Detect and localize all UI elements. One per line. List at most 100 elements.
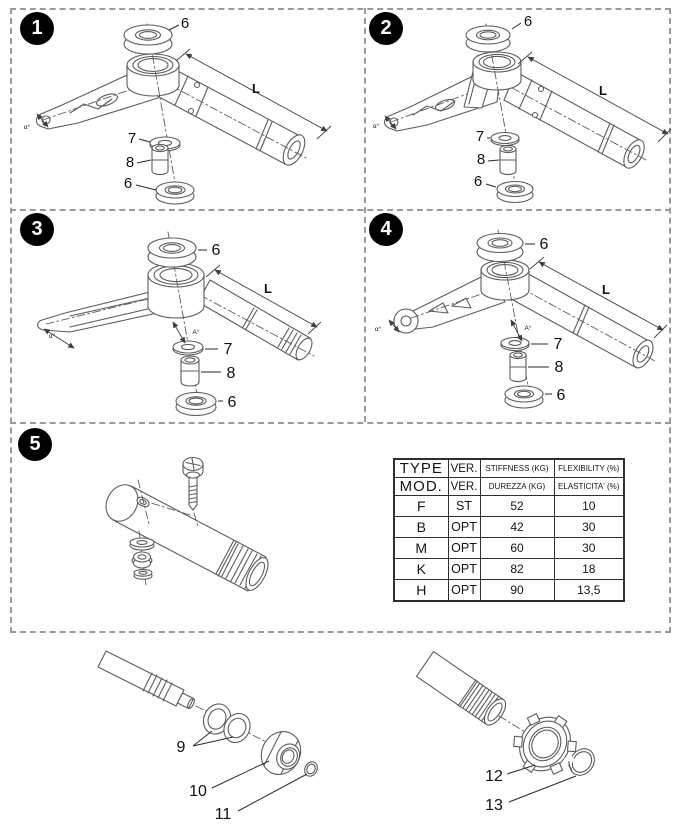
table-row: H OPT 90 13,5 <box>393 579 625 601</box>
part-label-spacer: 8 <box>477 151 485 168</box>
part-label-bearing-top: 6 <box>212 242 221 259</box>
part-label-bearing-bottom: 6 <box>228 394 237 411</box>
angle-dimension <box>36 113 49 128</box>
panel-3-badge: 3 <box>20 213 54 246</box>
length-dimension <box>175 48 332 140</box>
spec-table: TYPE VER. STIFFNESS (KG) FLEXIBILITY (%)… <box>393 458 625 602</box>
cell-stiffness: 82 <box>479 558 555 580</box>
header-stiffness: STIFFNESS (KG) <box>479 458 555 478</box>
axis-angle-label: A° <box>525 324 532 332</box>
table-row: M OPT 60 30 <box>393 537 625 559</box>
header-durezza: DUREZZA (KG) <box>479 477 555 496</box>
panel-3-drawing: 6 7 8 6 L α° A° <box>37 231 322 417</box>
part-label-washer: 7 <box>128 130 136 147</box>
part-label-snap-ring: 13 <box>485 797 503 814</box>
panel-5-badge: 5 <box>18 428 52 461</box>
header-mod: MOD. <box>393 477 449 496</box>
angle-dimension <box>384 115 397 130</box>
cell-type: B <box>393 516 449 538</box>
panel-1-drawing: 6 7 8 6 L α° <box>24 15 332 205</box>
part-label-spacer: 8 <box>126 154 134 171</box>
angle-dimension <box>388 319 400 333</box>
threaded-tube-end <box>415 651 507 726</box>
shaft-tube <box>503 71 647 169</box>
axis-angle-dimension <box>172 321 186 344</box>
cell-ver: OPT <box>447 579 481 601</box>
axis-angle-dimension <box>510 319 523 342</box>
panel-2-drawing: 6 7 8 6 L α° <box>373 13 671 204</box>
cell-flexibility: 13,5 <box>553 579 625 601</box>
header-ver-en: VER. <box>447 458 481 478</box>
small-ring <box>304 761 318 777</box>
part-label-bearing-top: 6 <box>524 13 532 30</box>
part-label-nut: 10 <box>189 783 207 800</box>
cell-stiffness: 60 <box>479 537 555 559</box>
angle-label: α° <box>49 332 56 340</box>
washer-b <box>223 712 251 744</box>
lock-nut <box>260 731 302 775</box>
bearing-top <box>123 24 173 55</box>
cell-ver: OPT <box>447 558 481 580</box>
header-type: TYPE <box>393 458 449 478</box>
shaft-end <box>97 650 195 710</box>
leader-lines <box>506 764 577 803</box>
part-label-bearing-bottom: 6 <box>474 173 482 190</box>
panel-1-badge: 1 <box>20 12 54 45</box>
length-dimension <box>529 256 668 339</box>
tube-body <box>105 479 269 592</box>
part-label-ring-nut: 12 <box>485 768 503 785</box>
part-label-bearing-top: 6 <box>181 15 189 32</box>
panel-5-drawing <box>105 456 269 592</box>
length-dimension <box>205 264 322 335</box>
panel-4-badge: 4 <box>369 213 403 246</box>
angle-label: α° <box>24 123 31 131</box>
hub <box>126 53 180 97</box>
bearing-bottom <box>175 391 217 417</box>
diagram-outer-border <box>10 8 671 633</box>
length-label: L <box>252 81 260 96</box>
divider-columns <box>364 8 366 422</box>
leader-lines <box>485 22 522 188</box>
cell-ver: OPT <box>447 516 481 538</box>
bearing-bottom <box>155 181 195 205</box>
bearing-top <box>147 237 197 268</box>
part-label-bearing-bottom: 6 <box>124 175 132 192</box>
leader-lines <box>198 249 223 402</box>
cell-stiffness: 52 <box>479 495 555 517</box>
part-label-bearing-top: 6 <box>540 236 549 253</box>
panel-4-drawing: 6 7 8 6 L α° A° <box>375 229 668 409</box>
length-dimension <box>517 51 671 143</box>
cell-ver: OPT <box>447 537 481 559</box>
spacer <box>509 350 527 383</box>
lower-left-drawing: 9 10 11 <box>97 650 318 823</box>
leader-lines <box>135 24 180 191</box>
cell-ver: ST <box>447 495 481 517</box>
bolt-screw <box>150 456 204 528</box>
divider-row1-row2 <box>10 209 671 211</box>
washer-nut-stack <box>129 530 155 586</box>
header-elasticita: ELASTICITA' (%) <box>553 477 625 496</box>
table-row: B OPT 42 30 <box>393 516 625 538</box>
panel-2-badge: 2 <box>369 12 403 45</box>
part-label-washer: 7 <box>476 128 484 145</box>
hub <box>147 262 205 319</box>
washer <box>500 336 530 352</box>
crank-arm <box>37 289 163 333</box>
hub <box>480 259 530 301</box>
part-label-washer: 7 <box>554 336 563 353</box>
washer <box>490 131 520 147</box>
spacer <box>151 143 169 176</box>
header-ver-it: VER. <box>447 477 481 496</box>
table-header-row-it: MOD. VER. DUREZZA (KG) ELASTICITA' (%) <box>393 477 625 496</box>
part-label-washer: 7 <box>224 341 233 358</box>
shaft-tube <box>158 67 307 166</box>
bearing-top <box>465 25 511 53</box>
part-label-spacer: 8 <box>555 359 564 376</box>
cell-type: K <box>393 558 449 580</box>
header-flexibility: FLEXIBILITY (%) <box>553 458 625 478</box>
cell-type: F <box>393 495 449 517</box>
bearing-bottom <box>504 385 544 409</box>
cell-flexibility: 10 <box>553 495 625 517</box>
cell-flexibility: 30 <box>553 516 625 538</box>
